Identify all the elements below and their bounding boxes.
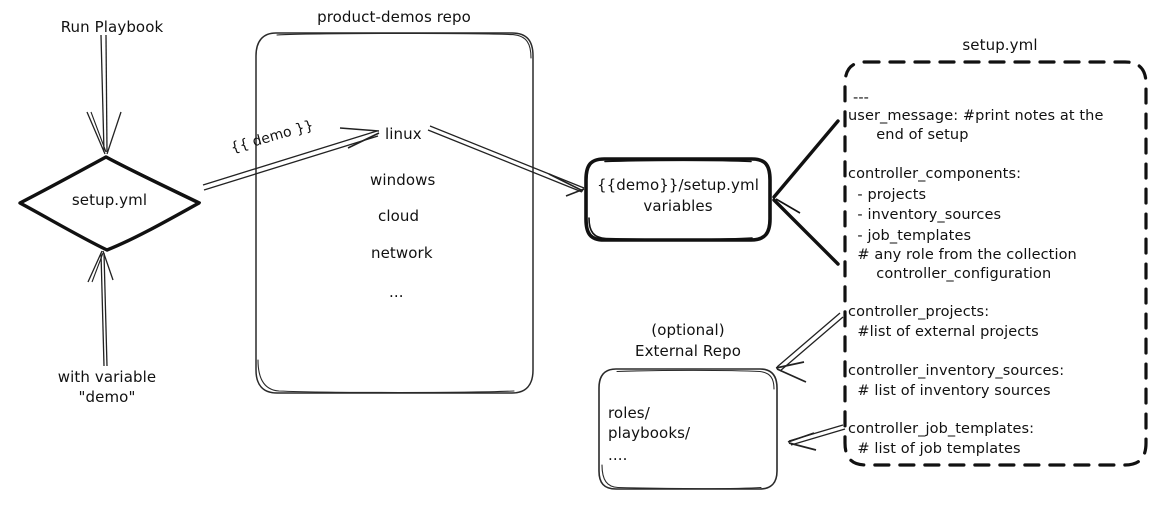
node-repo-box-title: product-demos repo [317, 8, 471, 26]
label-with-variable-line1: with variable [57, 368, 157, 386]
repo-item-cloud: cloud [378, 207, 420, 225]
node-setup-diamond-label: setup.yml [71, 191, 148, 209]
arrow-linux-to-variables [427, 125, 585, 197]
panel-line-controller-components-3: - inventory_sources [848, 207, 1002, 223]
repo-item-network: network [371, 244, 433, 262]
panel-line-controller-job-templates-1: controller_job_templates: [848, 421, 1035, 437]
panel-line-controller-projects-2: #list of external projects [848, 324, 1039, 340]
external-repo-item-ellipsis: .... [608, 446, 628, 464]
node-variables-box-line2: variables [643, 197, 713, 215]
external-repo-item-roles: roles/ [608, 404, 650, 422]
label-run-playbook: Run Playbook [60, 18, 164, 36]
arrow-controller-job-templates-to-external-repo [787, 424, 846, 451]
panel-line-controller-projects-1: controller_projects: [848, 304, 990, 320]
arrow-setup-to-linux [202, 127, 380, 191]
panel-line-controller-inventory-sources-1: controller_inventory_sources: [848, 363, 1065, 379]
external-repo-item-playbooks: playbooks/ [608, 424, 691, 442]
panel-line-controller-components-4: - job_templates [848, 228, 972, 244]
panel-line-controller-components-5: # any role from the collection [848, 247, 1077, 263]
panel-line-controller-components-1: controller_components: [848, 166, 1022, 182]
arrow-run-playbook-to-setup [86, 34, 122, 155]
node-repo-box-shape [255, 32, 534, 394]
node-variables-box-line1: {{demo}}/setup.yml [597, 176, 759, 194]
node-external-repo-title-line2: External Repo [635, 342, 741, 360]
node-external-repo-title-line1: (optional) [651, 321, 725, 339]
node-setup-diamond-shape [18, 155, 201, 252]
label-with-variable-line2: "demo" [78, 388, 136, 406]
node-external-repo-shape [598, 368, 778, 490]
node-setup-yml-panel-shape [843, 60, 1148, 467]
arrow-setup-panel-to-variables [772, 119, 840, 266]
panel-line-doc-start: --- [853, 90, 869, 106]
panel-line-user-message-1: user_message: #print notes at the [848, 108, 1104, 124]
panel-line-user-message-2: end of setup [848, 127, 969, 143]
repo-item-ellipsis: ... [389, 283, 404, 301]
node-variables-box-shape [584, 157, 772, 242]
panel-line-controller-job-templates-2: # list of job templates [848, 441, 1021, 457]
repo-item-windows: windows [370, 171, 436, 189]
panel-line-controller-inventory-sources-2: # list of inventory sources [848, 383, 1051, 399]
arrow-with-variable-to-setup [87, 250, 114, 367]
panel-line-controller-components-6: controller_configuration [848, 266, 1052, 282]
repo-item-linux: linux [385, 125, 422, 143]
node-setup-yml-panel-title: setup.yml [962, 36, 1038, 54]
arrow-controller-projects-to-external-repo [775, 312, 844, 383]
panel-line-controller-components-2: - projects [848, 187, 927, 203]
